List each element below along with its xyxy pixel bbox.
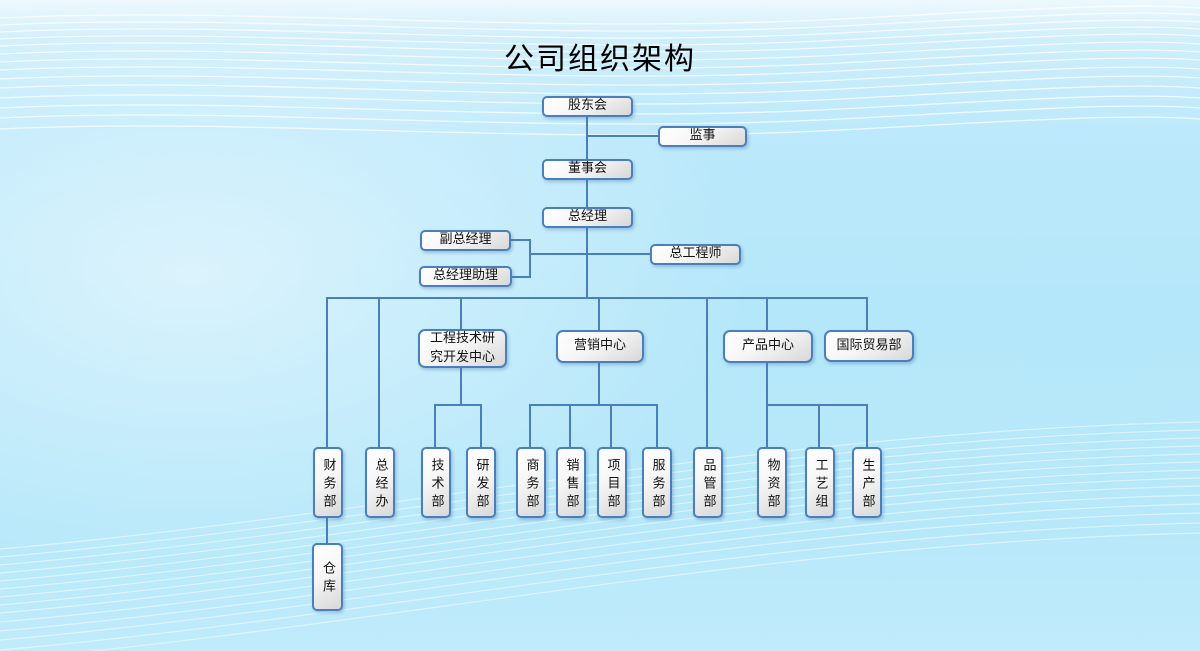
org-node-tech: 技术部 bbox=[421, 447, 451, 518]
org-node-gm-office: 总经办 bbox=[365, 447, 395, 518]
connector-deputy-stub bbox=[509, 239, 531, 241]
drop-gm-office bbox=[378, 297, 380, 448]
connector-finance-warehouse bbox=[326, 518, 328, 543]
connector-board-gm bbox=[586, 180, 588, 208]
org-node-qc: 品管部 bbox=[693, 447, 723, 518]
marketing-stem bbox=[598, 362, 600, 406]
drop-materials bbox=[766, 404, 768, 448]
org-node-production: 生产部 bbox=[852, 447, 882, 518]
connector-assistant-stub bbox=[509, 276, 531, 278]
org-node-commerce: 商务部 bbox=[516, 447, 546, 518]
org-node-sales: 销售部 bbox=[556, 447, 586, 518]
drop-commerce bbox=[529, 404, 531, 448]
page-title: 公司组织架构 bbox=[504, 42, 696, 77]
marketing-bracket bbox=[529, 404, 658, 406]
org-node-warehouse: 仓库 bbox=[312, 543, 343, 611]
drop-marketing bbox=[598, 297, 600, 331]
org-node-marketing-center: 营销中心 bbox=[556, 330, 644, 363]
rd-center-stem bbox=[460, 367, 462, 406]
connector-shareholders-board bbox=[586, 117, 588, 160]
drop-service bbox=[656, 404, 658, 448]
org-node-project: 项目部 bbox=[597, 447, 627, 518]
org-node-finance: 财务部 bbox=[313, 447, 343, 518]
org-node-intl-trade: 国际贸易部 bbox=[824, 330, 914, 362]
org-node-supervisor: 监事 bbox=[658, 126, 747, 147]
org-node-rd-center: 工程技术研 究开发中心 bbox=[418, 329, 507, 368]
org-node-process: 工艺组 bbox=[805, 447, 835, 518]
org-node-product-center: 产品中心 bbox=[723, 330, 813, 363]
drop-sales bbox=[569, 404, 571, 448]
connector-gm-trunk bbox=[586, 228, 588, 298]
drop-rd bbox=[480, 404, 482, 448]
org-node-service: 服务部 bbox=[642, 447, 672, 518]
product-center-stem bbox=[766, 362, 768, 406]
drop-intl-trade bbox=[866, 297, 868, 330]
connector-to-supervisor bbox=[586, 135, 658, 137]
org-node-rd: 研发部 bbox=[466, 447, 496, 518]
org-node-materials: 物资部 bbox=[757, 447, 787, 518]
drop-rd-center bbox=[460, 297, 462, 330]
org-node-chief-engineer: 总工程师 bbox=[650, 244, 741, 265]
drop-product-center bbox=[766, 297, 768, 330]
rd-center-bracket bbox=[434, 404, 482, 406]
drop-finance bbox=[326, 297, 328, 448]
drop-qc bbox=[706, 297, 708, 448]
org-node-gm: 总经理 bbox=[542, 207, 633, 228]
connector-to-chief-engineer bbox=[529, 253, 650, 255]
drop-process bbox=[818, 404, 820, 448]
connector-staff-bracket bbox=[529, 239, 531, 278]
org-node-deputy-gm: 副总经理 bbox=[420, 230, 511, 251]
drop-project bbox=[610, 404, 612, 448]
drop-production bbox=[866, 404, 868, 448]
org-node-board: 董事会 bbox=[542, 159, 633, 180]
drop-tech bbox=[434, 404, 436, 448]
org-node-shareholders: 股东会 bbox=[542, 96, 633, 117]
connector-distribution bbox=[326, 297, 868, 299]
org-node-gm-assistant: 总经理助理 bbox=[419, 266, 512, 287]
product-center-bracket bbox=[766, 404, 868, 406]
